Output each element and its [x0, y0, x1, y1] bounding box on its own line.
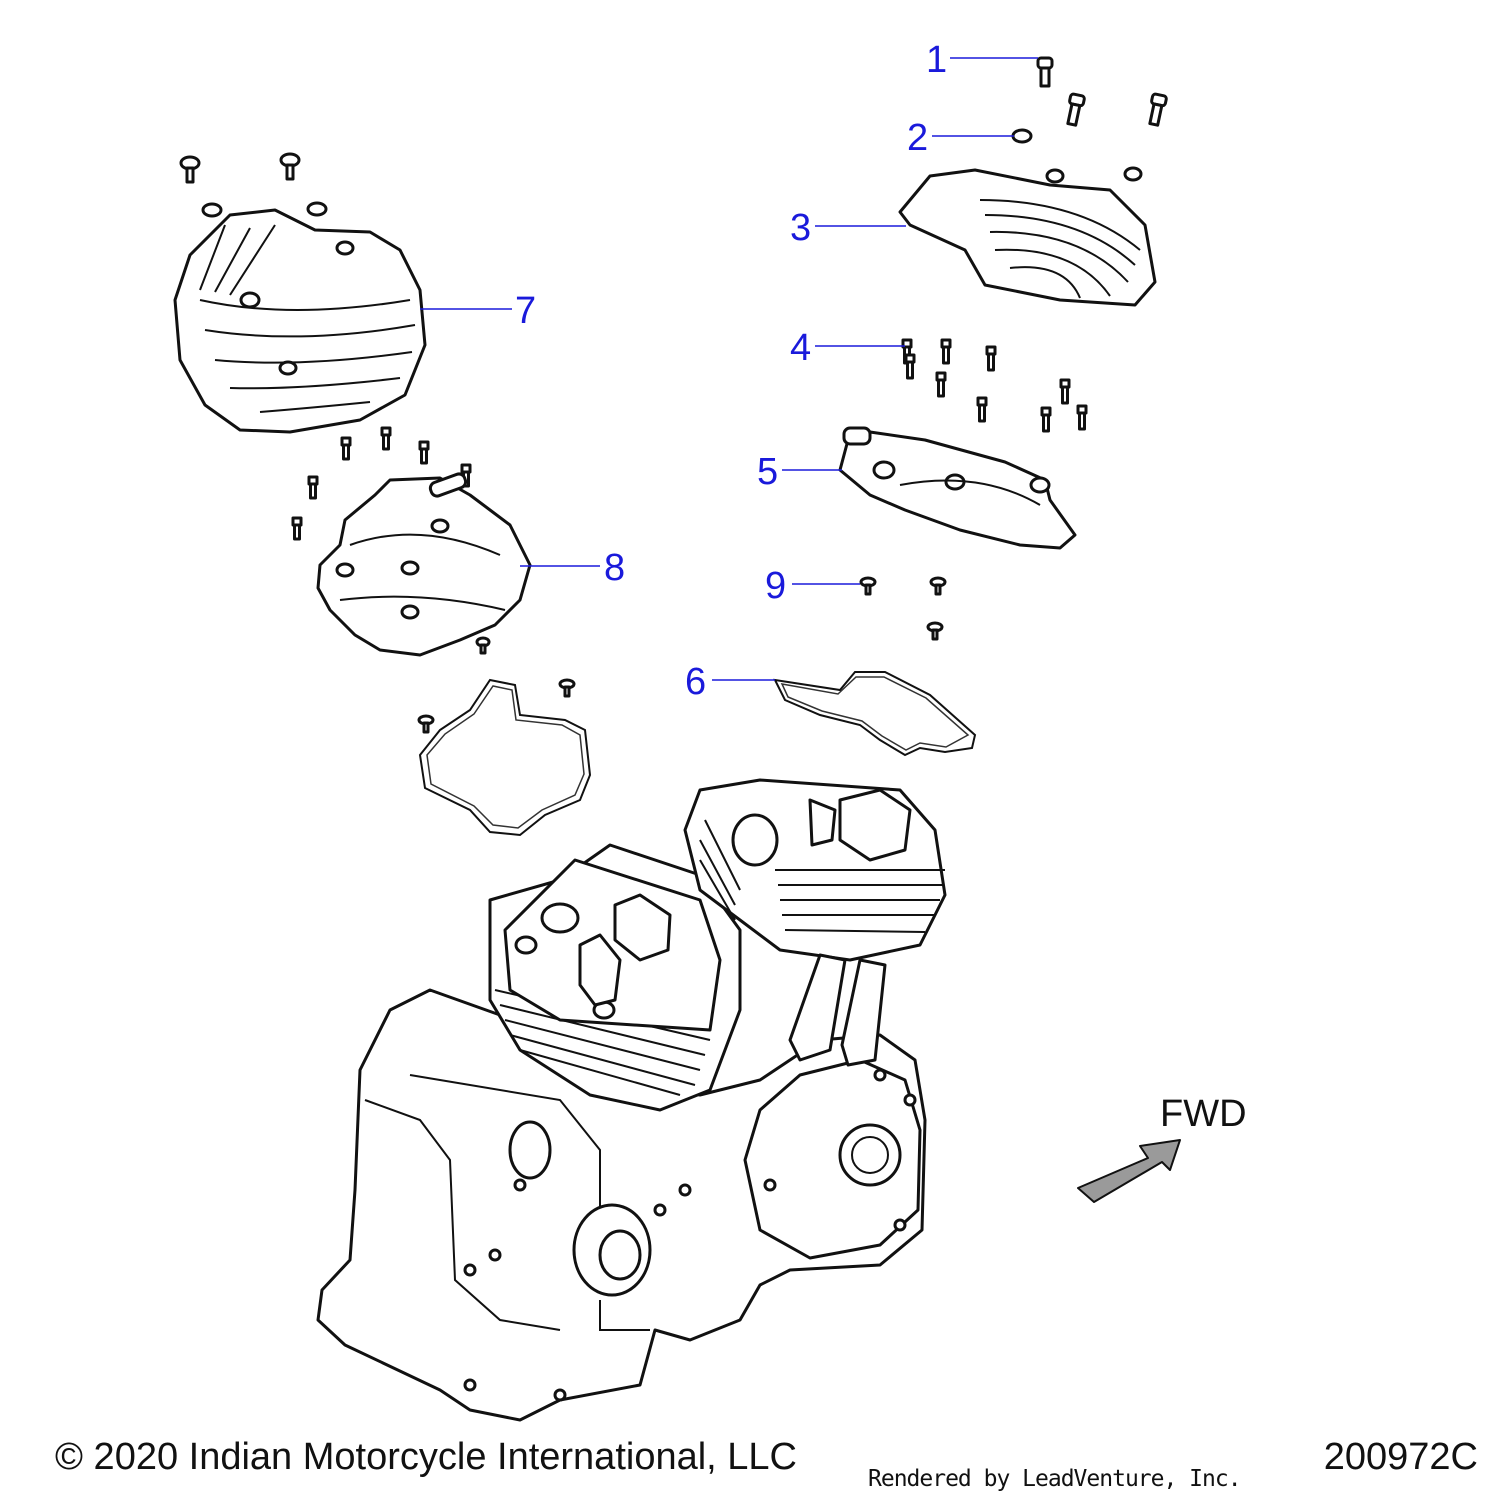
- callout-5: 5: [757, 451, 778, 493]
- drawing-number: 200972C: [1323, 1436, 1478, 1478]
- rocker-cover-upper-3: [898, 168, 1157, 307]
- callout-8: 8: [604, 547, 625, 589]
- callout-labels: 1 2 3 4 5 6 7 8 9: [515, 39, 947, 703]
- callout-4: 4: [790, 327, 811, 369]
- callout-3: 3: [790, 207, 811, 249]
- gasket-6: [418, 671, 977, 837]
- copyright-text: © 2020 Indian Motorcycle International, …: [55, 1436, 797, 1478]
- callout-6: 6: [685, 661, 706, 703]
- screw-group-9: [417, 576, 947, 734]
- callout-1: 1: [926, 39, 947, 81]
- grommet-group-2: [1011, 128, 1143, 184]
- rocker-housing-5: [838, 426, 1077, 550]
- leader-lines: [420, 57, 1038, 681]
- fwd-arrow-icon: [1077, 1139, 1181, 1203]
- callout-7: 7: [515, 290, 536, 332]
- forward-direction: FWD: [1077, 1093, 1247, 1203]
- fwd-label: FWD: [1160, 1093, 1247, 1135]
- rendered-by-text: Rendered by LeadVenture, Inc.: [868, 1466, 1242, 1492]
- rocker-cover-front-7: [173, 208, 427, 434]
- engine-assembly: [316, 778, 947, 1422]
- callout-9: 9: [765, 565, 786, 607]
- rocker-housing-8: [316, 472, 532, 657]
- callout-2: 2: [907, 117, 928, 159]
- bolt-group-7: [179, 152, 328, 218]
- bolt-group-1: [1036, 56, 1168, 127]
- bolt-group-4: [901, 338, 1088, 433]
